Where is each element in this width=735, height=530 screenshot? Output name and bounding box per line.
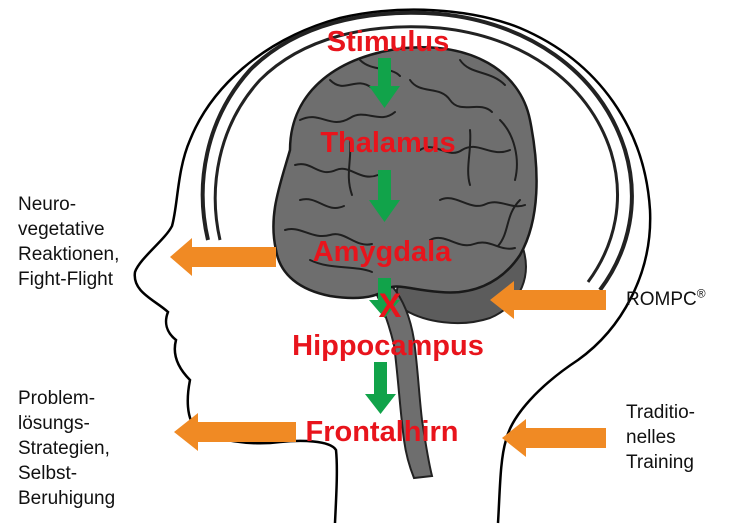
flow-step-amygdala: Amygdala	[313, 236, 452, 268]
flow-step-stimulus: Stimulus	[327, 26, 449, 58]
influence-arrow-left-icon	[170, 238, 276, 276]
influence-arrow-left-icon	[490, 281, 606, 319]
label-neurovegetative-reactions: Neuro- vegetative Reaktionen, Fight-Flig…	[18, 192, 119, 292]
influence-arrow-left-icon	[502, 419, 606, 457]
flow-step-hippocampus: Hippocampus	[292, 330, 484, 362]
blocked-marker: X	[379, 290, 402, 322]
flow-step-thalamus: Thalamus	[320, 127, 455, 159]
label-traditional-training: Traditio- nelles Training	[626, 400, 695, 475]
flow-step-frontalhirn: Frontalhirn	[305, 416, 458, 448]
registered-mark: ®	[697, 287, 706, 301]
label-rompc: ROMPC®	[626, 287, 706, 312]
rompc-text: ROMPC	[626, 289, 697, 310]
influence-arrow-left-icon	[174, 413, 296, 451]
label-problem-solving: Problem- lösungs- Strategien, Selbst- Be…	[18, 386, 115, 511]
flow-arrow-down-icon	[365, 362, 396, 414]
